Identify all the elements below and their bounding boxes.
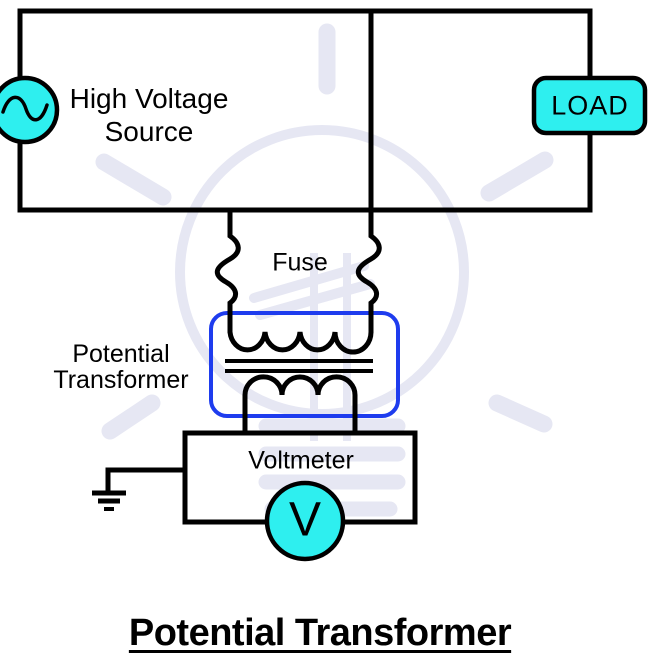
transformer-primary-winding (227, 329, 374, 355)
source-label-line1: High Voltage (69, 83, 229, 114)
potential-transformer-outline-box (209, 311, 400, 418)
bulb-ray-upper-right (480, 151, 554, 202)
source-label-line2: Source (104, 116, 194, 147)
high-voltage-source-label: High Voltage Source (70, 82, 229, 148)
bulb-ray-upper-left (95, 153, 172, 206)
ground-symbol (92, 490, 126, 511)
voltmeter-label: Voltmeter (248, 446, 354, 475)
fuse-label: Fuse (272, 248, 328, 277)
diagram-title: Potential Transformer (128, 612, 512, 654)
bulb-ray-lower-left (101, 394, 161, 440)
pt-label-line1: Potential (72, 340, 170, 368)
load-label: LOAD (551, 90, 629, 121)
fuse-right (355, 207, 382, 335)
bulb-ray-lower-right (488, 394, 553, 433)
transformer-secondary-winding (242, 374, 358, 436)
ground-wire (105, 467, 185, 491)
potential-transformer-label: Potential Transformer (53, 341, 188, 393)
voltmeter-v-symbol: V (288, 493, 322, 547)
fuse-left (214, 207, 241, 335)
ac-source-circle (0, 75, 60, 145)
pt-label-line2: Transformer (53, 366, 189, 394)
bulb-rays (95, 23, 554, 440)
voltmeter-circle (264, 480, 346, 562)
load-block (531, 75, 648, 136)
sine-wave-icon (1, 95, 49, 122)
